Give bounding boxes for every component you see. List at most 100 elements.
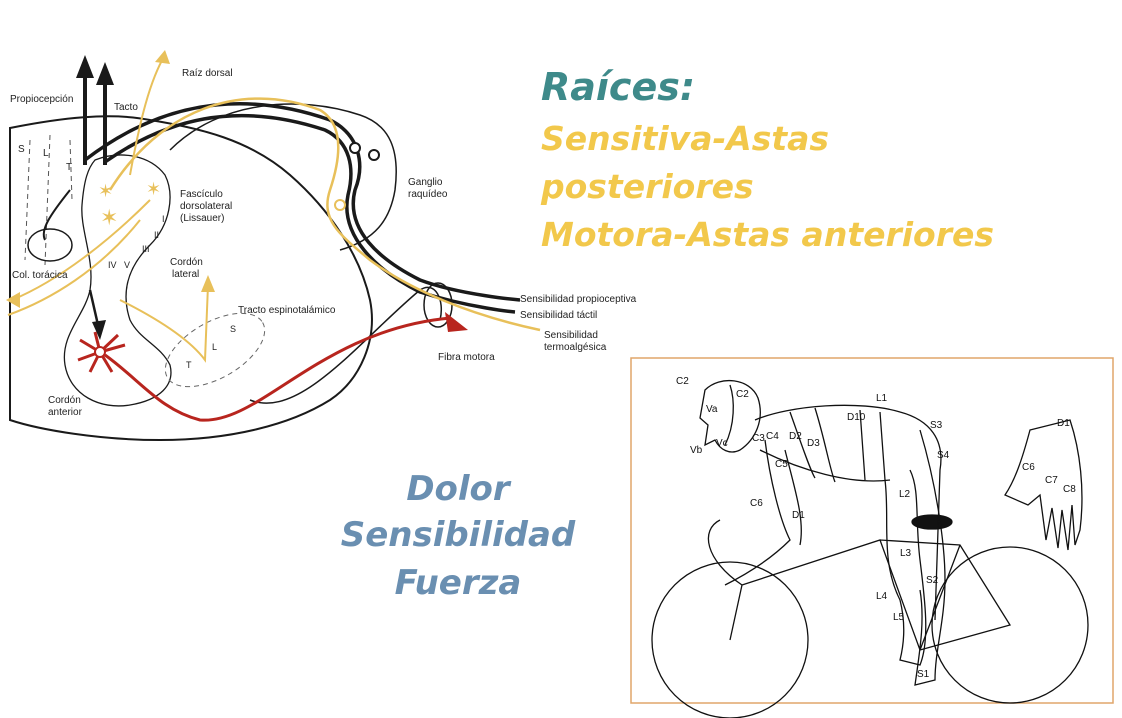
handlebar — [707, 519, 743, 586]
roots-line-3: Motora-Astas anteriores — [541, 215, 994, 254]
derm-c3: C3 — [752, 433, 765, 444]
arrow-down-black-head — [92, 320, 106, 340]
arrow-down-black — [88, 289, 100, 326]
label-sens-propioceptiva: Sensibilidad propioceptiva — [520, 294, 637, 305]
cyclist-head — [699, 379, 761, 453]
label-cordon-anterior-2: anterior — [48, 407, 83, 418]
roots-title: Raíces: — [541, 65, 695, 109]
dorsal-column-lines — [24, 134, 73, 266]
derm-vc: Vc — [716, 438, 728, 449]
derm-l4: L4 — [876, 591, 888, 602]
fiber-yellow-col — [11, 199, 151, 301]
saddle — [911, 514, 953, 530]
label-tracto: Tracto espinotalámico — [238, 305, 336, 316]
bike-frame — [729, 539, 1012, 651]
symptom-dolor: Dolor — [406, 469, 512, 509]
cyclist-arm — [724, 439, 802, 586]
hand-d1: D1 — [1057, 418, 1070, 429]
roots-text-block: Raíces: Sensitiva-Astas posteriores Moto… — [540, 65, 994, 254]
derm-l1: L1 — [876, 393, 888, 404]
label-lamina-i: I — [162, 214, 165, 224]
cyclist-dermatome-diagram — [651, 379, 1089, 718]
derm-d3: D3 — [807, 438, 820, 449]
derm-s3: S3 — [930, 420, 943, 431]
arrow-tacto-head — [96, 62, 114, 85]
derm-c4: C4 — [766, 431, 779, 442]
fiber-yellow-lateral — [119, 284, 209, 363]
label-cordon-anterior-1: Cordón — [48, 395, 81, 406]
label-tacto: Tacto — [114, 102, 138, 113]
label-fibra-motora: Fibra motora — [438, 352, 495, 363]
arrow-col-head — [6, 292, 20, 308]
derm-c6: C6 — [750, 498, 763, 509]
derm-s2: S2 — [926, 575, 939, 586]
col-toracica-nucleus — [27, 228, 73, 262]
derm-s1: S1 — [917, 669, 930, 680]
torso-bands — [789, 407, 886, 483]
label-fasciculo-1: Fascículo — [180, 189, 223, 200]
cyclist-leg-front — [884, 469, 927, 666]
derm-l3: L3 — [900, 548, 912, 559]
label-t: T — [66, 162, 72, 173]
grey-matter-outline — [63, 154, 172, 407]
fiber-motora-head — [445, 312, 468, 332]
label-lamina-iii: III — [142, 244, 150, 254]
derm-d1: D1 — [792, 510, 805, 521]
label-raiz-dorsal: Raíz dorsal — [182, 68, 233, 79]
roots-line-2: posteriores — [540, 167, 754, 206]
ganglion-cell-1 — [349, 142, 361, 154]
hand-c8: C8 — [1063, 484, 1076, 495]
motor-neuron-body — [94, 346, 106, 358]
hand-c7: C7 — [1045, 475, 1058, 486]
derm-s4: S4 — [937, 450, 950, 461]
derm-va: Va — [706, 404, 718, 415]
derm-d2: D2 — [789, 431, 802, 442]
spinothalamic-tract-area — [164, 312, 266, 388]
label-sens-termo-2: termoalgésica — [544, 342, 607, 353]
derm-l2: L2 — [899, 489, 911, 500]
label-ganglio-1: Ganglio — [408, 177, 443, 188]
label-tract-s: S — [230, 324, 236, 334]
head-division — [724, 384, 734, 446]
fiber-yellow-col2 — [7, 219, 141, 316]
arrow-down-left — [42, 189, 71, 241]
label-lamina-iv: IV — [108, 260, 117, 270]
spinal-cord-diagram: ✶ ✶ ✶ Propiocepción Tacto Raíz dorsal S … — [6, 50, 637, 442]
derm-c5: C5 — [775, 459, 788, 470]
label-col-toracica: Col. torácica — [12, 270, 68, 281]
symptoms-text-block: Dolor Sensibilidad Fuerza — [341, 469, 576, 603]
symptom-fuerza: Fuerza — [395, 563, 522, 603]
fiber-motora — [104, 316, 451, 422]
fiber-termoalgesica — [108, 97, 541, 332]
derm-vb: Vb — [690, 445, 703, 456]
derm-c2-b: C2 — [736, 389, 749, 400]
roots-line-1: Sensitiva-Astas — [541, 119, 829, 158]
fiber-tactil — [103, 113, 516, 314]
label-lamina-ii: II — [154, 230, 159, 240]
label-sens-tactil: Sensibilidad táctil — [520, 310, 597, 321]
label-fasciculo-2: dorsolateral — [180, 201, 232, 212]
label-tract-t: T — [186, 360, 192, 370]
ganglion-cell-yellow — [334, 199, 347, 211]
front-wheel — [651, 561, 809, 718]
label-propiocepcion: Propiocepción — [10, 94, 73, 105]
symptom-sensibilidad: Sensibilidad — [341, 515, 576, 555]
hand-outline — [1004, 419, 1083, 551]
cyclist-leg-back — [914, 429, 946, 686]
dermatome-frame — [630, 357, 1114, 704]
motor-neuron — [77, 331, 126, 373]
label-lamina-v: V — [124, 260, 130, 270]
dorsal-root-outline — [169, 103, 397, 251]
derm-l5: L5 — [893, 612, 905, 623]
arrow-propiocepcion-head — [76, 55, 94, 78]
fiber-yellow-raiz — [129, 54, 166, 176]
derm-c2-a: C2 — [676, 376, 689, 387]
arrow-lateral-head — [201, 275, 215, 292]
label-cordon-lateral-2: lateral — [172, 269, 199, 280]
fiber-propioceptiva — [83, 102, 521, 302]
hand-c6: C6 — [1022, 462, 1035, 473]
derm-d10: D10 — [847, 412, 866, 423]
label-s: S — [18, 144, 25, 155]
label-ganglio-2: raquídeo — [408, 189, 448, 200]
